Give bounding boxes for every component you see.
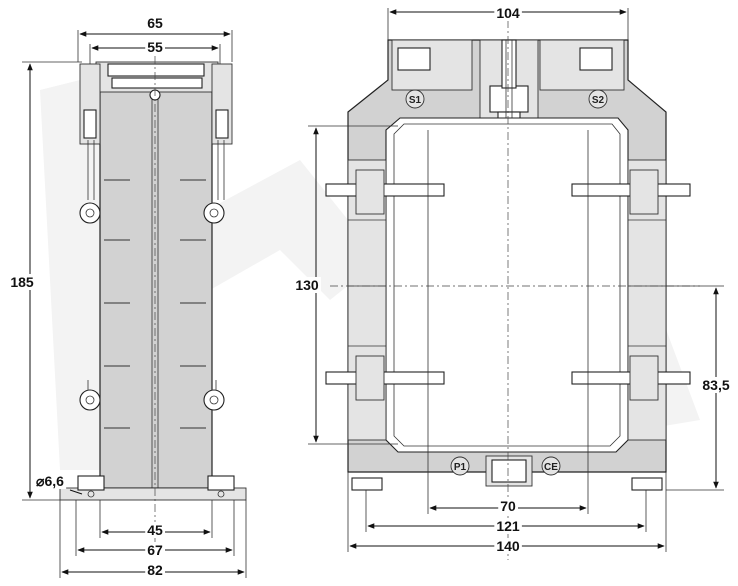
side-slots bbox=[104, 179, 206, 429]
dim-label-backing bbox=[145, 542, 165, 558]
side-base bbox=[59, 487, 247, 501]
dim-label-backing bbox=[8, 274, 36, 290]
dim-label-backing bbox=[494, 538, 522, 554]
dim-label-backing bbox=[145, 15, 165, 31]
dim-label-backing bbox=[145, 39, 165, 55]
dim-label-backing bbox=[498, 498, 518, 514]
dim-base-outer: 82 bbox=[147, 562, 163, 578]
dim-label-backing bbox=[293, 277, 321, 293]
dim-window-height: 130 bbox=[295, 277, 319, 293]
dim-label-backing bbox=[145, 562, 165, 578]
dim-label-backing bbox=[700, 377, 732, 393]
foot-right bbox=[631, 477, 663, 491]
dim-window-width: 70 bbox=[500, 498, 516, 514]
dim-top-outer: 65 bbox=[147, 15, 163, 31]
terminal-p1-label: P1 bbox=[454, 462, 467, 473]
front-view: S1 S2 P1 CE bbox=[293, 5, 732, 560]
dim-label-backing bbox=[494, 518, 522, 534]
side-view: 65 55 185 ⌀6,6 45 67 82 bbox=[8, 15, 247, 578]
dim-center-height: 83,5 bbox=[702, 377, 729, 393]
side-bolt-hole bbox=[79, 202, 225, 411]
dim-mount-width: 121 bbox=[496, 518, 520, 534]
foot-left bbox=[351, 477, 383, 491]
dim-base-mid: 67 bbox=[147, 542, 163, 558]
ce-mark: CE bbox=[544, 462, 558, 473]
dim-label-backing bbox=[494, 5, 522, 21]
dim-base-inner: 45 bbox=[147, 522, 163, 538]
dim-label-backing bbox=[34, 473, 67, 489]
clamp-bolt bbox=[325, 169, 691, 401]
terminal-s1-label: S1 bbox=[409, 95, 422, 106]
primary-window bbox=[385, 117, 629, 453]
dim-total-width: 140 bbox=[496, 538, 520, 554]
dim-top-inner: 55 bbox=[147, 39, 163, 55]
dim-label-backing bbox=[145, 522, 165, 538]
dim-top-width: 104 bbox=[496, 5, 520, 21]
side-body bbox=[99, 87, 213, 489]
dim-height: 185 bbox=[10, 274, 34, 290]
dim-hole-diameter: ⌀6,6 bbox=[36, 473, 64, 489]
terminal-s2-label: S2 bbox=[592, 95, 605, 106]
